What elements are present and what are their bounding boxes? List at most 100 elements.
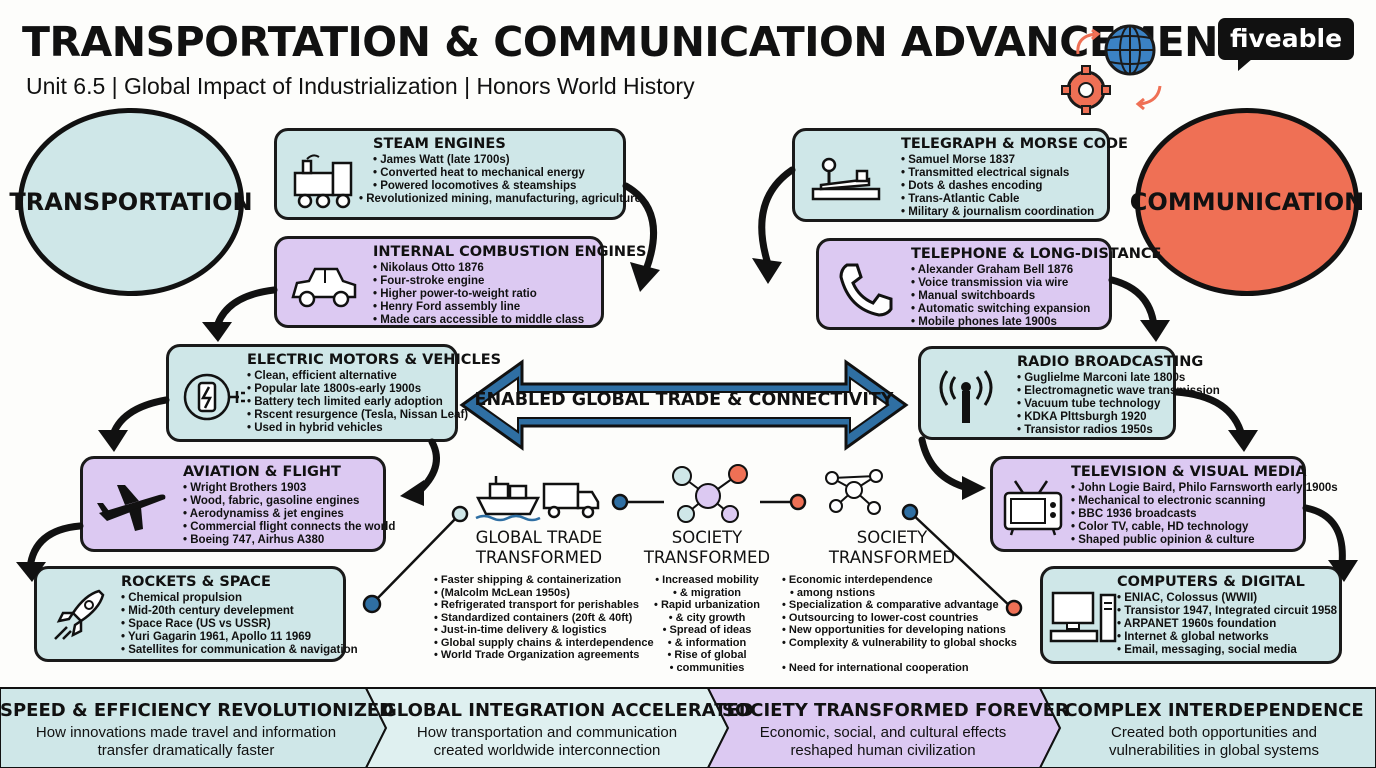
box-title: COMPUTERS & DIGITAL bbox=[1117, 574, 1305, 590]
list-item: Military & journalism coordination bbox=[901, 206, 1099, 219]
list-item: John Logie Baird, Philo Farnsworth early… bbox=[1071, 482, 1337, 495]
box-title: STEAM ENGINES bbox=[373, 136, 506, 152]
banner-text: transfer dramatically faster bbox=[97, 742, 275, 759]
banner-text: Economic, social, and cultural effects bbox=[759, 724, 1007, 741]
page-subtitle: Unit 6.5 | Global Impact of Industrializ… bbox=[26, 73, 695, 99]
airplane-icon bbox=[97, 485, 166, 531]
banner-text: How transportation and communication bbox=[416, 724, 678, 741]
list-item: Vacuum tube technology bbox=[1017, 398, 1165, 411]
list-item: & city growth bbox=[642, 612, 772, 625]
list-item: World Trade Organization agreements bbox=[434, 649, 644, 662]
telegraph-box: TELEGRAPH & MORSE CODE Samuel Morse 1837… bbox=[792, 128, 1128, 222]
list-item: Chemical propulsion bbox=[121, 592, 335, 605]
society-title-line2: TRANSFORMED bbox=[643, 548, 771, 567]
economy-title-line1: SOCIETY bbox=[856, 528, 928, 547]
radio-box: RADIO BROADCASTING Guglielme Marconi lat… bbox=[918, 346, 1220, 440]
box-title: AVIATION & FLIGHT bbox=[183, 464, 341, 480]
banner-title: GLOBAL INTEGRATION ACCELERATED bbox=[382, 700, 754, 721]
list-item: Refrigerated transport for perishables bbox=[434, 599, 644, 612]
list-item: Space Race (US vs USSR) bbox=[121, 618, 335, 631]
trade-title-line2: TRANSFORMED bbox=[475, 548, 603, 567]
list-item: & migration bbox=[642, 587, 772, 600]
double-arrow bbox=[459, 359, 909, 451]
list-item: Mechanical to electronic scanning bbox=[1071, 495, 1295, 508]
rocket-icon bbox=[54, 589, 105, 640]
center-arrow-label: ENABLED GLOBAL TRADE & CONNECTIVITY bbox=[474, 390, 894, 410]
box-title: INTERNAL COMBUSTION ENGINES bbox=[373, 244, 647, 260]
communication-label: COMMUNICATION bbox=[1129, 188, 1365, 216]
internal-combustion-box: INTERNAL COMBUSTION ENGINES Nikolaus Ott… bbox=[274, 236, 647, 328]
ship-icon bbox=[475, 476, 541, 516]
bottom-banner: SPEED & EFFICIENCY REVOLUTIONIZED How in… bbox=[0, 687, 1376, 768]
truck-icon bbox=[542, 482, 600, 519]
list-item: Popular late 1800s-early 1900s bbox=[247, 383, 447, 396]
list-item: James Watt (late 1700s) bbox=[373, 154, 615, 167]
list-item: Aerodynamiss & jet engines bbox=[183, 508, 375, 521]
list-item: Henry Ford assembly line bbox=[373, 301, 593, 314]
battery-plug-icon bbox=[183, 373, 245, 421]
list-item: Powered locomotives & steamships bbox=[373, 180, 615, 193]
list-item: Nikolaus Otto 1876 bbox=[373, 262, 593, 275]
list-item: New opportunities for developing nations bbox=[782, 624, 1006, 637]
list-item: Commercial flight connects the world bbox=[183, 521, 395, 534]
list-item: Email, messaging, social media bbox=[1117, 644, 1331, 657]
list-item: Standardized containers (20ft & 40ft) bbox=[434, 612, 644, 625]
list-item: Voice transmission via wire bbox=[911, 277, 1101, 290]
list-item: Used in hybrid vehicles bbox=[247, 422, 447, 435]
list-item: Shaped public opinion & culture bbox=[1071, 534, 1295, 547]
globe-gears-icon bbox=[1061, 24, 1162, 115]
steam-engines-box: STEAM ENGINES James Watt (late 1700s) Co… bbox=[274, 128, 641, 220]
list-item: Higher power-to-weight ratio bbox=[373, 288, 593, 301]
list-item: Internet & global networks bbox=[1117, 631, 1331, 644]
society-column: SOCIETY TRANSFORMED Increased mobility &… bbox=[642, 528, 772, 674]
society-title-line1: SOCIETY bbox=[671, 528, 743, 547]
economy-column: SOCIETY TRANSFORMED Economic interdepend… bbox=[782, 528, 1017, 675]
list-item: Dots & dashes encoding bbox=[901, 180, 1099, 193]
list-item: communities bbox=[642, 662, 772, 675]
telephone-box: TELEPHONE & LONG-DISTANCE Alexander Grah… bbox=[816, 238, 1161, 330]
list-item: Electromagnetic wave transmission bbox=[1017, 385, 1220, 398]
list-item: Need for international cooperation bbox=[782, 662, 1002, 675]
banner-interdependence: COMPLEX INTERDEPENDENCE Created both opp… bbox=[1056, 688, 1372, 768]
list-item: BBC 1936 broadcasts bbox=[1071, 508, 1295, 521]
list-item: Spread of ideas bbox=[642, 624, 772, 637]
television-icon bbox=[1003, 480, 1063, 536]
list-item: Wright Brothers 1903 bbox=[183, 482, 375, 495]
banner-speed: SPEED & EFFICIENCY REVOLUTIONIZED How in… bbox=[0, 688, 394, 768]
list-item: Mobile phones late 1900s bbox=[911, 316, 1101, 329]
list-item: Made cars accessible to middle class bbox=[373, 314, 593, 327]
telegraph-key-icon bbox=[811, 157, 881, 201]
list-item: Satellites for communication & navigatio… bbox=[121, 644, 357, 657]
list-item: Guglielme Marconi late 1800s bbox=[1017, 372, 1185, 385]
banner-text: Created both opportunities and bbox=[1111, 724, 1317, 741]
computers-box: COMPUTERS & DIGITAL ENIAC, Colossus (WWI… bbox=[1040, 566, 1342, 664]
list-item: Mid-20th century develepment bbox=[121, 605, 335, 618]
list-item: Rise of global bbox=[642, 649, 772, 662]
locomotive-icon bbox=[293, 154, 353, 209]
phone-icon bbox=[839, 263, 893, 317]
television-box: TELEVISION & VISUAL MEDIA John Logie Bai… bbox=[990, 456, 1338, 552]
fiveable-logo: fiveable bbox=[1218, 18, 1354, 71]
list-item: Trans-Atlantic Cable bbox=[901, 193, 1099, 206]
list-item: Boeing 747, Airhus A380 bbox=[183, 534, 375, 547]
rockets-space-box: ROCKETS & SPACE Chemical propulsion Mid-… bbox=[34, 566, 358, 662]
transportation-label: TRANSPORTATION bbox=[9, 188, 253, 216]
list-item: Clean, efficient alternative bbox=[247, 370, 447, 383]
economy-title-line2: TRANSFORMED bbox=[828, 548, 956, 567]
list-item: Yuri Gagarin 1961, Apollo 11 1969 bbox=[121, 631, 335, 644]
radio-tower-icon bbox=[939, 370, 993, 423]
trade-column: GLOBAL TRADE TRANSFORMED Faster shipping… bbox=[434, 528, 654, 662]
banner-text: How innovations made travel and informat… bbox=[35, 724, 337, 741]
banner-title: COMPLEX INTERDEPENDENCE bbox=[1064, 700, 1364, 721]
list-item: Transistor radios 1950s bbox=[1017, 424, 1165, 437]
list-item: & information bbox=[642, 637, 772, 650]
list-item: KDKA Plttsburgh 1920 bbox=[1017, 411, 1165, 424]
banner-title: SOCIETY TRANSFORMED FOREVER bbox=[722, 700, 1069, 721]
list-item: Specialization & comparative advantage bbox=[782, 599, 1002, 612]
list-item: Converted heat to mechanical energy bbox=[373, 167, 615, 180]
list-item: Samuel Morse 1837 bbox=[901, 154, 1099, 167]
list-item: Rscent resurgence (Tesla, Nissan Leaf) bbox=[247, 409, 468, 422]
list-item: Alexander Graham Bell 1876 bbox=[911, 264, 1101, 277]
banner-text: created worldwide interconnection bbox=[433, 742, 661, 759]
list-item: Battery tech limited early adoption bbox=[247, 396, 447, 409]
